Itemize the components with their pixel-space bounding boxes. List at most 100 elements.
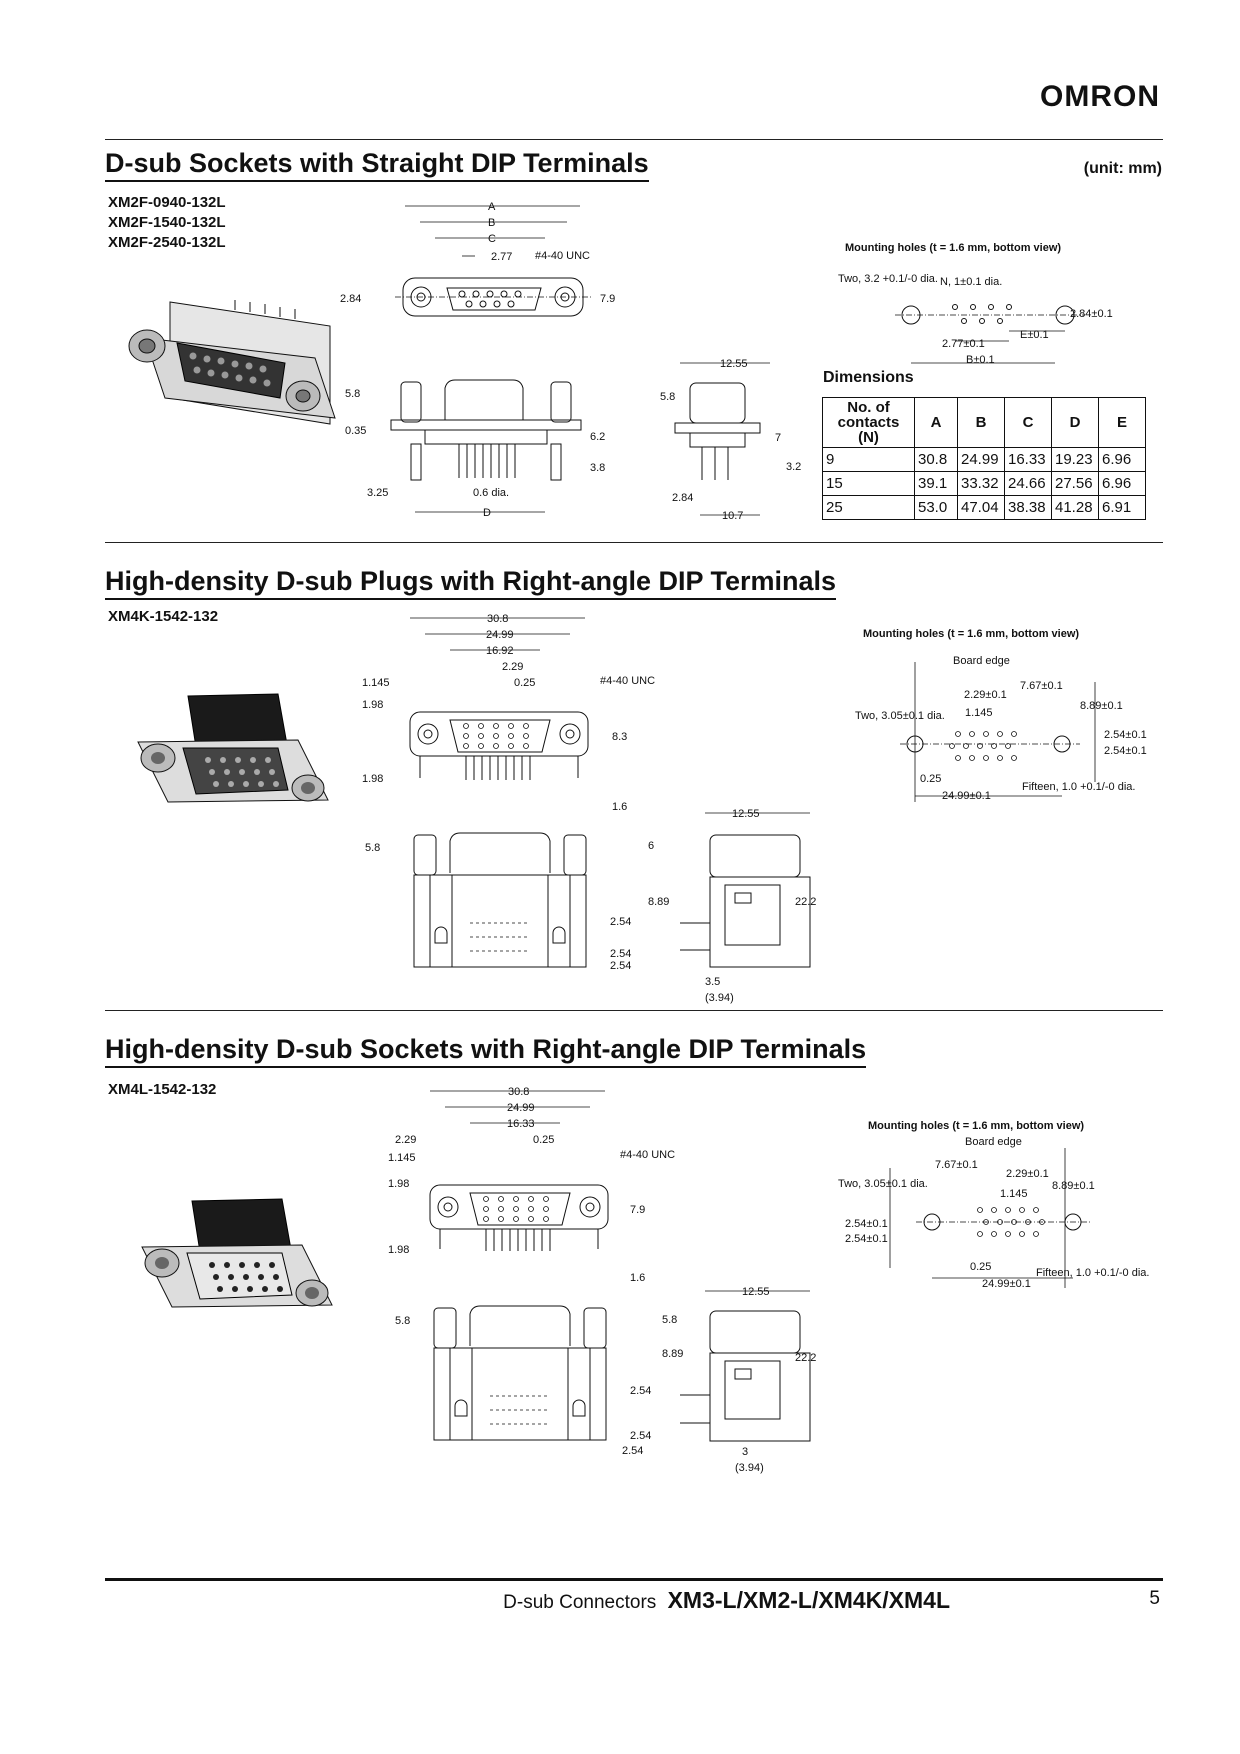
table-cell: 30.8 xyxy=(914,447,958,472)
table-cell: 24.99 xyxy=(957,447,1005,472)
unit-label: (unit: mm) xyxy=(1083,160,1162,177)
footer-rule xyxy=(105,1578,1163,1581)
dim-229: 2.29 xyxy=(502,661,523,673)
mounting-n-holes: N, 1±0.1 dia. xyxy=(940,276,1003,288)
side-view-drawing-straight-dip: 5.8 0.35 6.2 3.8 3.25 0.6 dia. D xyxy=(345,379,605,519)
dim-229: 2.29 xyxy=(395,1134,416,1146)
front-view-drawing-hd-plug: 30.8 24.99 16.92 2.29 1.145 0.25 #4-40 U… xyxy=(362,613,655,813)
dim-58b: 5.8 xyxy=(660,391,675,403)
dim-1255: 12.55 xyxy=(720,358,748,370)
table-row: 9 30.8 24.99 16.33 19.23 6.96 xyxy=(822,447,1146,472)
model-number: XM2F-0940-132L xyxy=(108,194,226,211)
mounting-dim-229: 2.29±0.1 xyxy=(1006,1168,1049,1180)
table-cell: 15 xyxy=(822,471,915,496)
dim-A: A xyxy=(488,201,496,213)
dimensions-table: No. of contacts (N) A B C D E 9 30.8 24.… xyxy=(822,397,1146,520)
dim-79: 7.9 xyxy=(630,1204,645,1216)
mounting-two-holes: Two, 3.2 +0.1/-0 dia. xyxy=(838,273,938,285)
table-header: E xyxy=(1098,397,1146,448)
dim-38: 3.8 xyxy=(590,462,605,474)
dim-254b: 2.54 xyxy=(610,948,631,960)
mounting-dim-1145: 1.145 xyxy=(965,707,993,719)
dim-D: D xyxy=(483,507,491,519)
mounting-fifteen-holes: Fifteen, 1.0 +0.1/-0 dia. xyxy=(1022,781,1136,793)
dim-222: 22.2 xyxy=(795,1352,816,1364)
unc-label: #4-40 UNC xyxy=(600,675,655,687)
mounting-holes-title: Mounting holes (t = 1.6 mm, bottom view) xyxy=(868,1120,1085,1132)
table-cell: 19.23 xyxy=(1051,447,1099,472)
dim-58b: 5.8 xyxy=(662,1314,677,1326)
dim-889: 8.89 xyxy=(662,1348,683,1360)
top-rule xyxy=(105,139,1163,140)
dim-254a: 2.54 xyxy=(610,916,631,928)
front-view-drawing-hd-socket: 30.8 24.99 16.33 2.29 0.25 1.145 #4-40 U… xyxy=(388,1086,675,1284)
side-view-drawing-hd-plug: 5.8 2.54 2.54 2.54 xyxy=(365,832,631,972)
table-header: C xyxy=(1004,397,1052,448)
section-divider xyxy=(105,542,1163,543)
dim-308: 30.8 xyxy=(487,613,508,625)
model-list: XM2F-0940-132L XM2F-1540-132L XM2F-2540-… xyxy=(108,193,226,253)
dim-277: 2.77 xyxy=(491,251,512,263)
dim-35: 3.5 xyxy=(705,976,720,988)
dim-284b: 2.84 xyxy=(672,492,693,504)
table-cell: 6.91 xyxy=(1098,495,1146,520)
mounting-dim-889: 8.89±0.1 xyxy=(1052,1180,1095,1192)
table-cell: 39.1 xyxy=(914,471,958,496)
end-view-drawing-hd-plug: 12.55 6 8.89 22.2 3.5 (3.94) xyxy=(648,808,816,1004)
dim-1255: 12.55 xyxy=(742,1286,770,1298)
side-view-drawing-hd-socket: 5.8 2.54 2.54 2.54 xyxy=(395,1305,651,1457)
dim-6: 6 xyxy=(648,840,654,852)
dim-1692: 16.92 xyxy=(486,645,514,657)
omron-logo: omron xyxy=(1040,80,1160,113)
table-cell: 33.32 xyxy=(957,471,1005,496)
dim-198b: 1.98 xyxy=(362,773,383,785)
end-view-drawing-straight-dip: 12.55 5.8 7 3.2 2.84 10.7 xyxy=(660,358,801,522)
mounting-holes-diagram-hd-plug xyxy=(900,662,1096,802)
dim-198a: 1.98 xyxy=(388,1178,409,1190)
mounting-dim-284: 2.84±0.1 xyxy=(1070,308,1113,320)
dim-254a: 2.54 xyxy=(630,1385,651,1397)
mounting-dim-229: 2.29±0.1 xyxy=(964,689,1007,701)
mounting-dim-254b: 2.54±0.1 xyxy=(845,1233,888,1245)
board-edge-label: Board edge xyxy=(953,655,1010,667)
dim-3: 3 xyxy=(742,1446,748,1458)
mounting-dim-B: B±0.1 xyxy=(966,354,995,366)
dimensions-title: Dimensions xyxy=(823,369,914,386)
table-cell: 25 xyxy=(822,495,915,520)
table-cell: 16.33 xyxy=(1004,447,1052,472)
table-cell: 6.96 xyxy=(1098,471,1146,496)
dim-1145: 1.145 xyxy=(388,1152,416,1164)
dim-254b: 2.54 xyxy=(630,1430,651,1442)
footer-label: D-sub Connectors xyxy=(503,1592,657,1613)
dim-1145: 1.145 xyxy=(362,677,390,689)
dim-394: (3.94) xyxy=(705,992,734,1004)
mounting-dim-254a: 2.54±0.1 xyxy=(1104,729,1147,741)
dim-1255: 12.55 xyxy=(732,808,760,820)
table-cell: 53.0 xyxy=(914,495,958,520)
model-number: XM2F-2540-132L xyxy=(108,234,226,251)
connector-photo-straight-dip xyxy=(128,300,336,425)
mounting-holes-title: Mounting holes (t = 1.6 mm, bottom view) xyxy=(845,242,1062,254)
dim-1633: 16.33 xyxy=(507,1118,535,1130)
mounting-dim-025: 0.25 xyxy=(970,1261,992,1273)
dim-025: 0.25 xyxy=(514,677,535,689)
dim-025: 0.25 xyxy=(533,1134,554,1146)
mounting-holes-diagram-hd-socket xyxy=(889,1148,1090,1288)
mounting-dim-254b: 2.54±0.1 xyxy=(1104,745,1147,757)
model-number: XM4L-1542-132 xyxy=(108,1081,217,1098)
table-header: B xyxy=(957,397,1005,448)
table-header: A xyxy=(914,397,958,448)
dim-79: 7.9 xyxy=(600,293,615,305)
dim-58: 5.8 xyxy=(345,388,360,400)
dim-222: 22.2 xyxy=(795,896,816,908)
table-header: No. of contacts (N) xyxy=(822,397,915,448)
dim-16: 1.6 xyxy=(630,1272,645,1284)
mounting-dim-2499: 24.99±0.1 xyxy=(982,1278,1031,1290)
table-header: D xyxy=(1051,397,1099,448)
mounting-two-holes: Two, 3.05±0.1 dia. xyxy=(838,1178,928,1190)
connector-photo-hd-socket xyxy=(141,1198,333,1308)
table-cell: 47.04 xyxy=(957,495,1005,520)
table-row: 25 53.0 47.04 38.38 41.28 6.91 xyxy=(822,495,1146,520)
footer-series: XM3-L/XM2-L/XM4K/XM4L xyxy=(667,1587,950,1613)
dim-58: 5.8 xyxy=(365,842,380,854)
